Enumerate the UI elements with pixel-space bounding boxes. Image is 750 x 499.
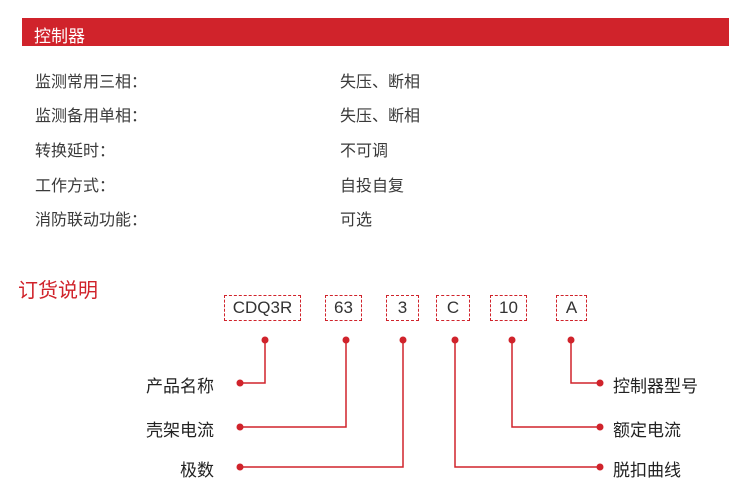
label-trip-curve: 脱扣曲线 xyxy=(613,461,681,481)
code-poles: 3 xyxy=(386,295,419,321)
spec-label: 工作方式： xyxy=(35,176,116,195)
label-product-name: 产品名称 xyxy=(146,377,214,397)
spec-label: 消防联动功能： xyxy=(35,210,148,229)
code-product: CDQ3R xyxy=(224,295,301,321)
spec-value: 可选 xyxy=(340,210,373,229)
label-rated-current: 额定电流 xyxy=(613,421,681,441)
spec-value: 失压、断相 xyxy=(340,72,421,91)
spec-value: 失压、断相 xyxy=(340,106,421,125)
section-title: 控制器 xyxy=(34,27,85,47)
label-poles: 极数 xyxy=(180,461,214,481)
label-controller-type: 控制器型号 xyxy=(613,377,698,397)
code-frame-current: 63 xyxy=(325,295,362,321)
spec-label: 监测备用单相： xyxy=(35,106,148,125)
label-frame-current: 壳架电流 xyxy=(146,421,214,441)
spec-value: 自投自复 xyxy=(340,176,405,195)
order-title: 订货说明 xyxy=(18,278,98,302)
spec-label: 监测常用三相： xyxy=(35,72,148,91)
code-rated-current: 10 xyxy=(490,295,527,321)
code-controller-type: A xyxy=(556,295,587,321)
code-trip-curve: C xyxy=(436,295,470,321)
section-header: 控制器 xyxy=(22,18,729,47)
spec-value: 不可调 xyxy=(340,141,389,160)
spec-label: 转换延时： xyxy=(35,141,116,160)
